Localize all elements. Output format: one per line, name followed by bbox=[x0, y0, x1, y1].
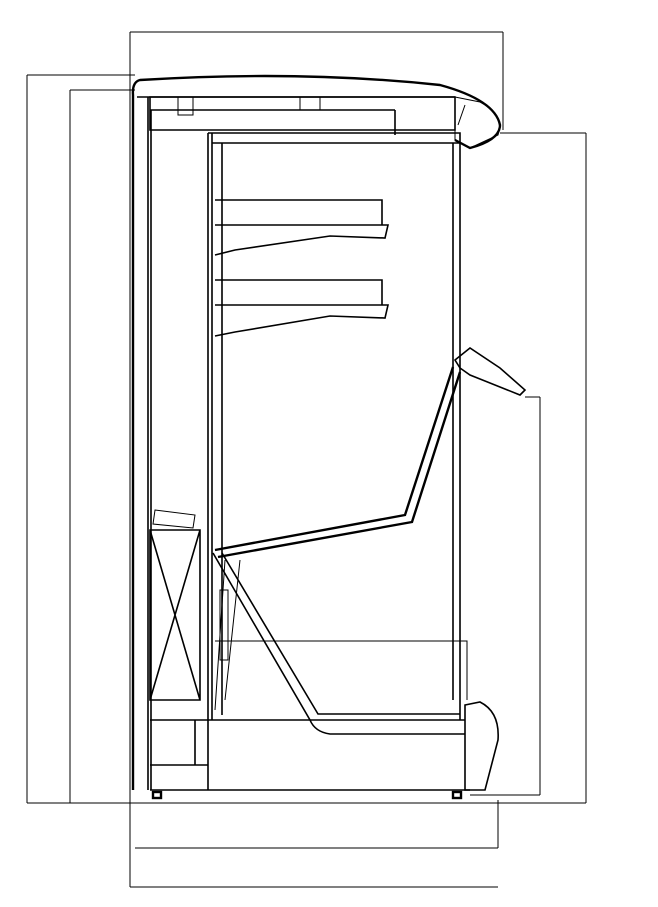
lower-tray-diagonal bbox=[212, 552, 465, 735]
front-foot bbox=[451, 790, 463, 800]
cabinet-outer-shell bbox=[131, 74, 502, 790]
shelf-upper bbox=[214, 199, 390, 256]
cabinet-body bbox=[131, 74, 527, 800]
front-glass-panel bbox=[214, 366, 462, 559]
cabinet-height-dimension bbox=[69, 89, 135, 803]
top-canopy bbox=[149, 96, 456, 135]
gas-strut bbox=[214, 559, 241, 711]
evaporator-box bbox=[149, 529, 201, 701]
inner-liner bbox=[207, 132, 461, 720]
base-frame bbox=[150, 719, 470, 791]
rear-wall bbox=[137, 96, 455, 790]
fan-unit bbox=[152, 509, 196, 529]
front-top-profile bbox=[453, 347, 527, 396]
canopy-light-nose bbox=[454, 96, 500, 149]
rear-foot bbox=[151, 790, 163, 800]
lower-compartment-outline bbox=[215, 640, 468, 700]
lower-front-nose bbox=[464, 701, 499, 791]
overall-width-top-dimension bbox=[129, 31, 504, 887]
front-height-dimension bbox=[500, 132, 587, 803]
overall-height-dimension bbox=[26, 74, 586, 804]
canopy-fittings bbox=[177, 97, 321, 116]
front-opening-dimension bbox=[470, 396, 541, 796]
shelf-lower bbox=[214, 279, 390, 337]
dimension-lines bbox=[26, 31, 587, 888]
depth-dimensions-bottom bbox=[130, 800, 499, 888]
